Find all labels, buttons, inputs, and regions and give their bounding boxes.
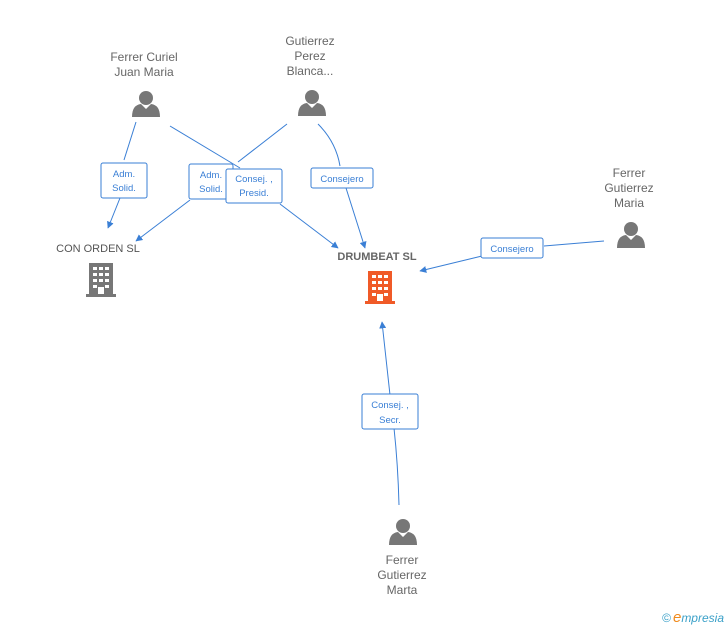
person-gutierrez-perez-line3: Blanca... [287, 64, 334, 78]
person-ferrer-curiel-line1: Ferrer Curiel [110, 50, 177, 64]
role-consejero-1[interactable]: Consejero [310, 167, 374, 189]
edge-gutierrez-perez-con-orden [136, 123, 288, 241]
footer-brand: ©empresia [662, 609, 724, 626]
person-icon [389, 519, 417, 545]
company-drumbeat-label: DRUMBEAT SL [337, 251, 417, 263]
role-adm-solid-2-line2: Solid. [199, 184, 223, 195]
edge-ferrer-gutierrez-marta-drumbeat [382, 322, 400, 506]
person-icon [298, 90, 326, 116]
person-ferrer-gutierrez-maria-line2: Gutierrez [604, 181, 653, 195]
role-consejero-2-text: Consejero [490, 244, 533, 255]
role-adm-solid-1[interactable]: Adm. Solid. [100, 162, 148, 199]
role-consej-secr[interactable]: Consej. , Secr. [361, 393, 419, 430]
person-ferrer-gutierrez-marta[interactable]: Ferrer Gutierrez Marta [377, 519, 427, 597]
role-consej-secr-line1: Consej. , [371, 400, 409, 411]
edge-ferrer-curiel-con-orden [108, 121, 137, 228]
person-ferrer-gutierrez-maria-line1: Ferrer [613, 166, 646, 180]
person-ferrer-gutierrez-maria[interactable]: Ferrer Gutierrez Maria [604, 166, 654, 248]
company-con-orden[interactable]: CON ORDEN SL [56, 243, 140, 297]
role-adm-solid-1-line2: Solid. [112, 183, 136, 194]
person-ferrer-gutierrez-marta-line3: Marta [387, 583, 418, 597]
building-icon [86, 263, 116, 297]
company-drumbeat[interactable]: DRUMBEAT SL [337, 251, 417, 304]
person-ferrer-curiel[interactable]: Ferrer Curiel Juan Maria [110, 50, 178, 117]
person-ferrer-gutierrez-marta-line2: Gutierrez [377, 568, 426, 582]
edges [108, 121, 605, 506]
role-adm-solid-2-line1: Adm. [200, 170, 222, 181]
person-ferrer-gutierrez-marta-line1: Ferrer [386, 553, 419, 567]
role-consej-presid-line2: Presid. [239, 188, 269, 199]
role-adm-solid-2[interactable]: Adm. Solid. [188, 163, 234, 200]
copyright-symbol: © [662, 611, 671, 625]
person-gutierrez-perez[interactable]: Gutierrez Perez Blanca... [285, 34, 335, 116]
person-gutierrez-perez-line1: Gutierrez [285, 34, 334, 48]
role-consejero-2[interactable]: Consejero [480, 237, 544, 259]
role-consej-presid[interactable]: Consej. , Presid. [225, 168, 283, 204]
role-consejero-1-text: Consejero [320, 174, 363, 185]
role-consej-presid-line1: Consej. , [235, 174, 273, 185]
edge-gutierrez-perez-drumbeat [317, 123, 365, 248]
edge-ferrer-gutierrez-maria-drumbeat [420, 240, 605, 271]
person-ferrer-curiel-line2: Juan Maria [114, 65, 174, 79]
person-icon [617, 222, 645, 248]
person-icon [132, 91, 160, 117]
person-ferrer-gutierrez-maria-line3: Maria [614, 196, 644, 210]
brand-logo-text: mpresia [681, 611, 724, 625]
person-gutierrez-perez-line2: Perez [294, 49, 325, 63]
brand-logo-initial: e [672, 609, 682, 626]
edge-ferrer-curiel-drumbeat [169, 125, 338, 248]
company-con-orden-label: CON ORDEN SL [56, 243, 140, 255]
building-icon [365, 271, 395, 304]
role-consej-secr-line2: Secr. [379, 415, 401, 426]
role-adm-solid-1-line1: Adm. [113, 169, 135, 180]
